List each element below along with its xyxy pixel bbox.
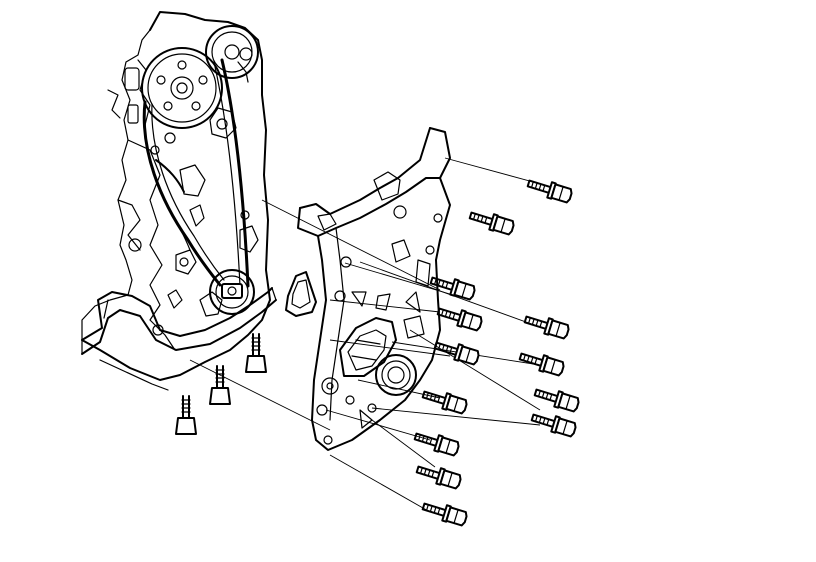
flange-bolt bbox=[523, 315, 570, 340]
flange-bolt bbox=[175, 395, 197, 435]
flange-bolt bbox=[421, 502, 468, 527]
timing-chain bbox=[142, 58, 250, 288]
engine-block-assembly bbox=[81, 11, 277, 391]
flange-bolt bbox=[436, 307, 483, 332]
flange-bolt bbox=[526, 179, 573, 204]
flange-bolt bbox=[415, 465, 462, 490]
flange-bolt bbox=[433, 341, 480, 366]
flange-bolt bbox=[518, 352, 565, 377]
o-ring-gasket bbox=[285, 271, 317, 317]
flange-bolt bbox=[530, 413, 577, 438]
timing-chain-case bbox=[297, 127, 451, 451]
camshaft-sprocket bbox=[141, 47, 223, 129]
crankshaft-oil-seal bbox=[375, 354, 417, 396]
bolts-right bbox=[413, 179, 580, 527]
flange-bolt bbox=[421, 390, 468, 415]
flange-bolt bbox=[533, 388, 580, 413]
idler-sprocket bbox=[205, 25, 259, 83]
flange-bolt bbox=[413, 432, 460, 457]
flange-bolt bbox=[245, 333, 267, 373]
crankshaft-sprocket bbox=[209, 269, 255, 315]
flange-bolt bbox=[429, 276, 476, 301]
flange-bolt bbox=[468, 211, 515, 236]
